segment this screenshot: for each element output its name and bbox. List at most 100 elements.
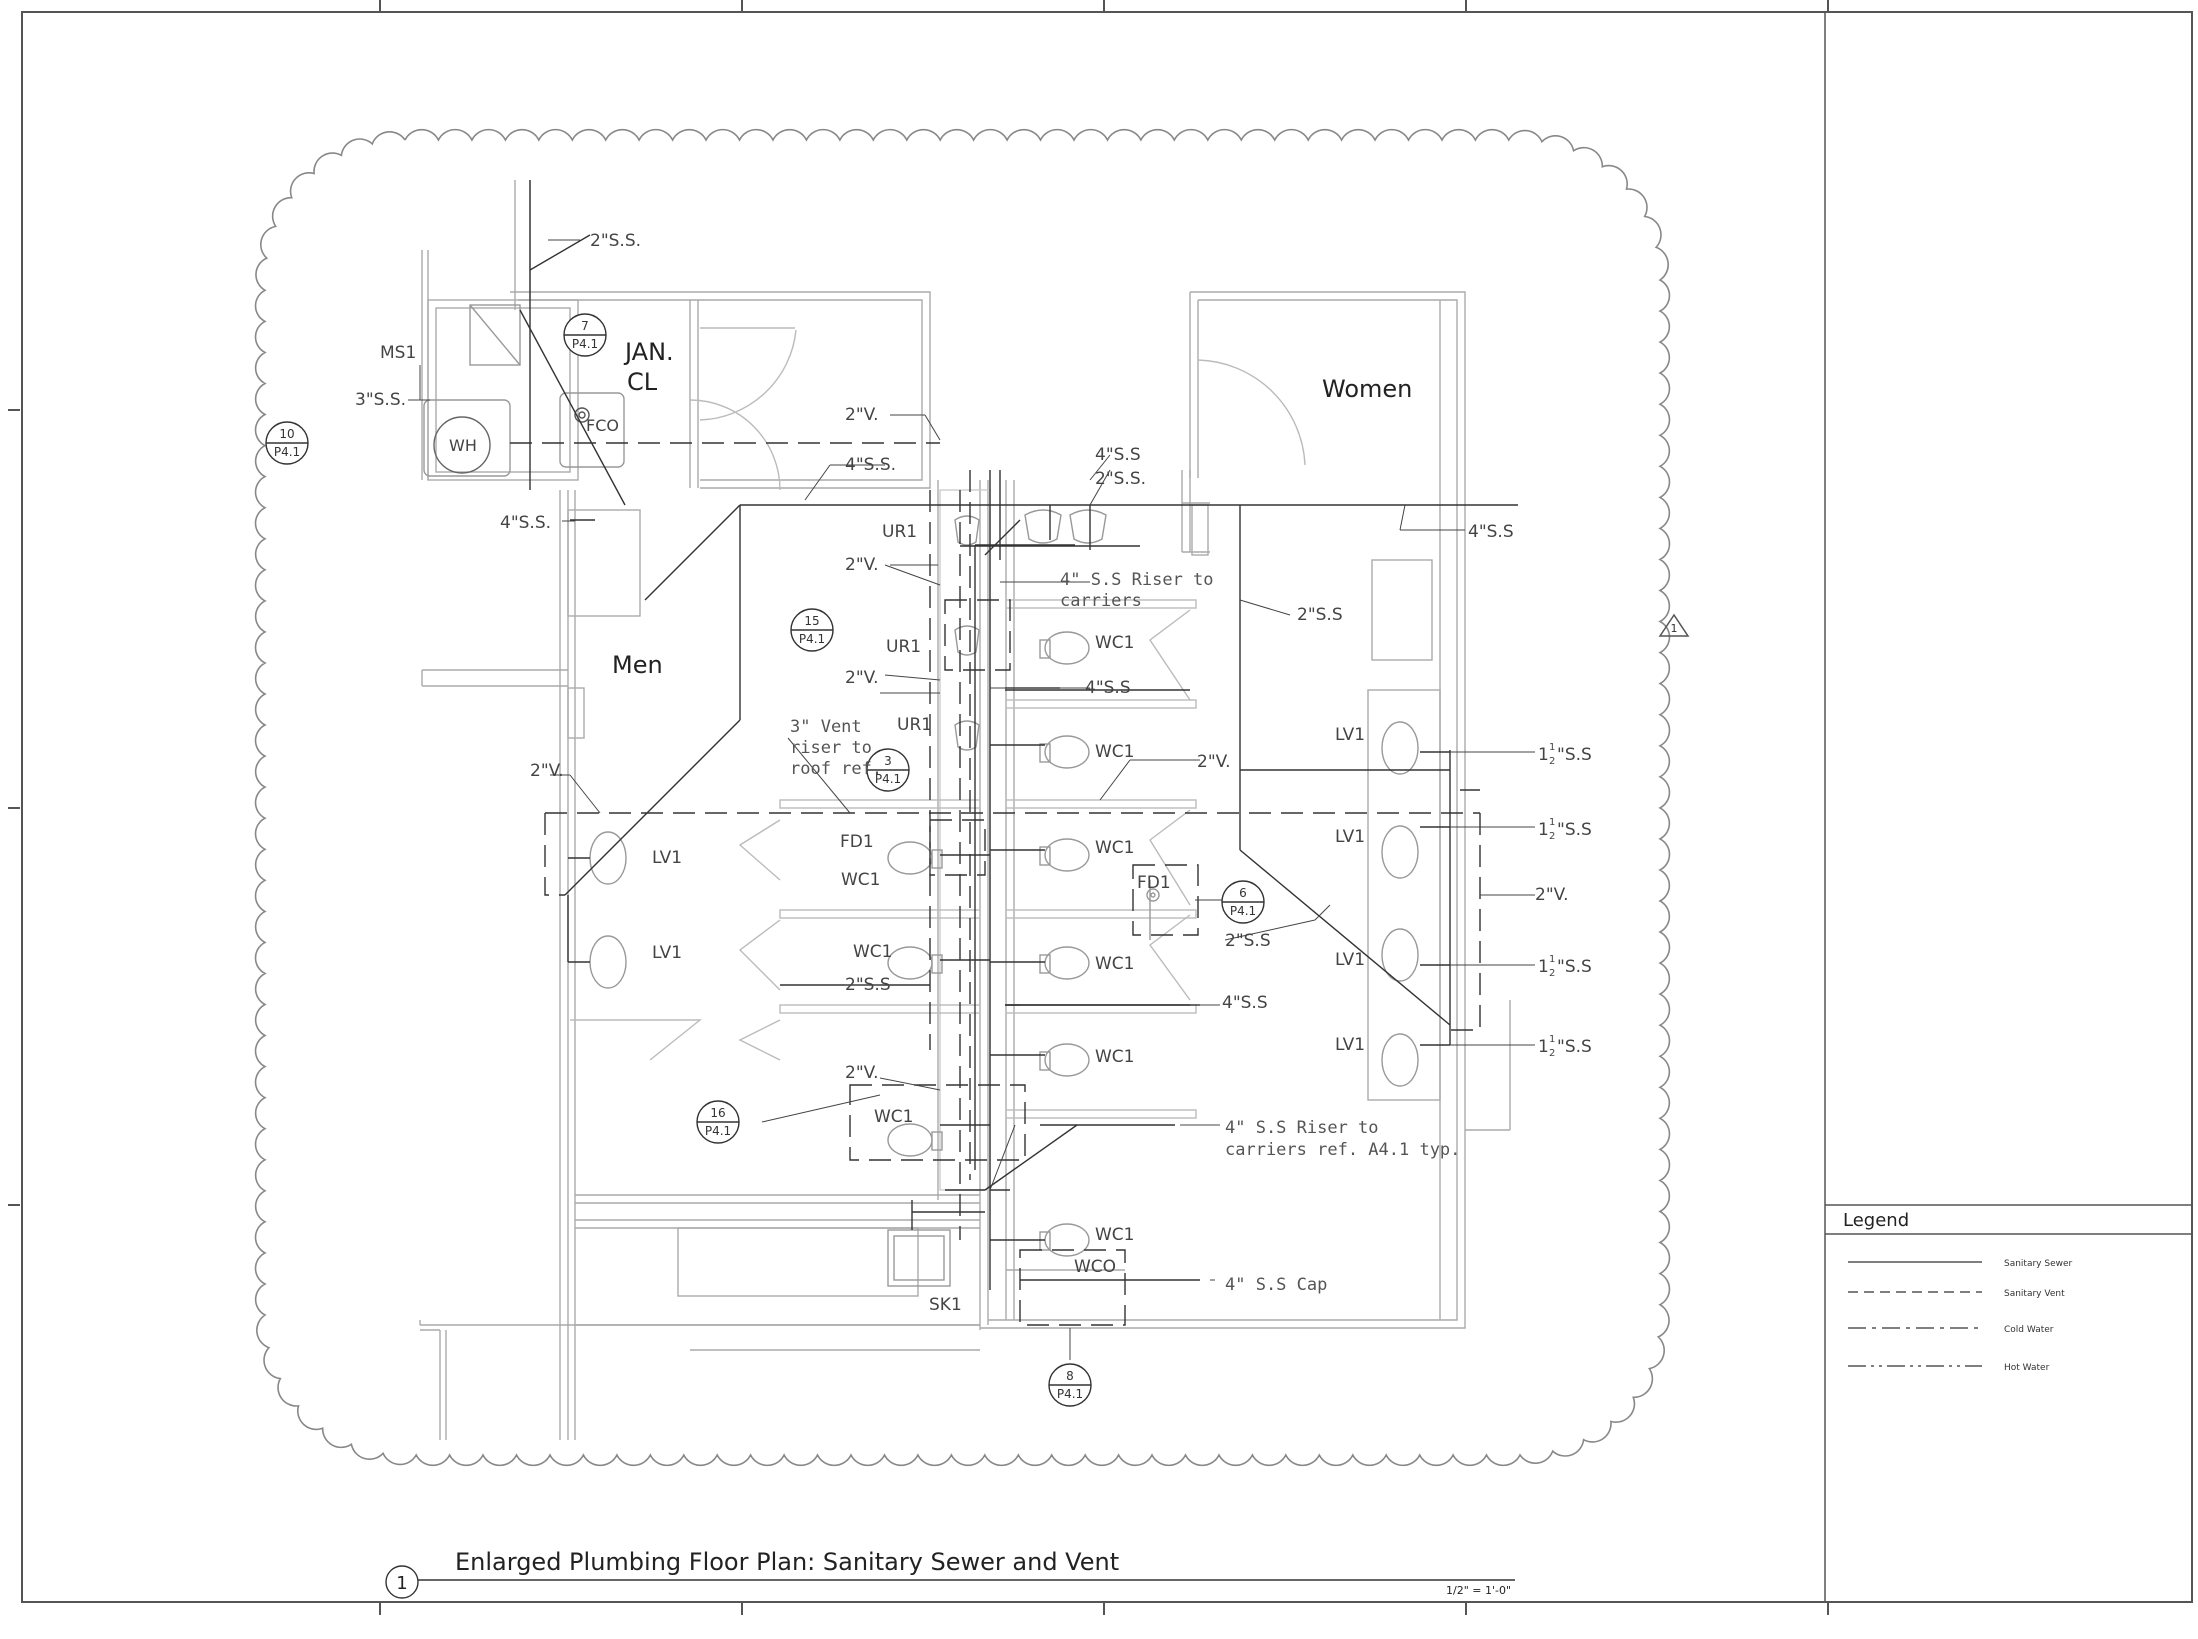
- detail-tag-3-num: 3: [884, 754, 892, 768]
- pipe-label-vent-riser-3: roof ref.: [790, 759, 882, 779]
- leader-lines: [408, 239, 1535, 1360]
- pipe-label-2v-urinal-1: 2"V.: [845, 555, 878, 575]
- detail-tag-16: [696, 1100, 740, 1144]
- detail-tag-10: [265, 421, 309, 465]
- label-wc1-men-2: WC1: [853, 942, 893, 962]
- label-ur1-c: UR1: [897, 715, 932, 735]
- svg-text:2: 2: [1549, 968, 1555, 979]
- label-ms1: MS1: [380, 343, 416, 363]
- legend-label-hot-water: Hot Water: [2004, 1363, 2050, 1373]
- svg-text:1: 1: [1549, 817, 1555, 828]
- detail-tag-16-num: 16: [710, 1106, 725, 1120]
- pipe-label-3ss: 3"S.S.: [355, 390, 406, 410]
- pipe-label-1half-4: 1 1 2 "S.S: [1538, 1034, 1592, 1059]
- pipe-label-2v-men-left: 2"V.: [530, 761, 563, 781]
- pipe-label-1half-1: 1 1 2 "S.S: [1538, 742, 1592, 767]
- label-lv1-women-3: LV1: [1335, 950, 1365, 970]
- detail-tag-7-sheet: P4.1: [572, 337, 598, 351]
- label-wc1-5: WC1: [1095, 1047, 1135, 1067]
- label-wc1-6: WC1: [1095, 1225, 1135, 1245]
- label-ur1-a: UR1: [882, 522, 917, 542]
- detail-tag-8-num: 8: [1066, 1369, 1074, 1383]
- svg-text:1: 1: [1538, 957, 1549, 977]
- pipe-label-riser-bottom-2: carriers ref. A4.1 typ.: [1225, 1140, 1460, 1160]
- pipe-label-4ss-left: 4"S.S.: [500, 513, 551, 533]
- legend: Legend Sanitary Sewer Sanitary Vent Cold…: [1825, 1204, 2192, 1373]
- pipe-label-cap: 4" S.S Cap: [1225, 1275, 1327, 1295]
- pipe-label-2v-women: 2"V.: [1197, 752, 1230, 772]
- label-wco: WCO: [1074, 1257, 1116, 1277]
- detail-tag-6-num: 6: [1239, 886, 1247, 900]
- label-wc1-3: WC1: [1095, 838, 1135, 858]
- svg-text:1: 1: [1549, 742, 1555, 753]
- svg-text:1: 1: [1549, 1034, 1555, 1045]
- drawing-title: Enlarged Plumbing Floor Plan: Sanitary S…: [455, 1548, 1119, 1576]
- label-wc1-men-3: WC1: [874, 1107, 914, 1127]
- svg-text:2: 2: [1549, 756, 1555, 767]
- label-lv1-women-4: LV1: [1335, 1035, 1365, 1055]
- pipe-label-vent-riser-2: riser to: [790, 738, 872, 758]
- pipe-label-4ss-mid: 4"S.S.: [845, 455, 896, 475]
- detail-tags: [265, 313, 1265, 1407]
- label-fd1-women: FD1: [1137, 873, 1171, 893]
- svg-text:"S.S: "S.S: [1557, 957, 1592, 977]
- svg-text:"S.S: "S.S: [1557, 820, 1592, 840]
- label-wc1-4: WC1: [1095, 954, 1135, 974]
- pipe-label-4ss-lower: 4"S.S: [1222, 993, 1268, 1013]
- label-fco: FCO: [586, 416, 619, 435]
- drawing-title-block: 1 Enlarged Plumbing Floor Plan: Sanitary…: [385, 1548, 1515, 1599]
- pipe-label-1half-3: 1 1 2 "S.S: [1538, 954, 1592, 979]
- revision-delta: 1: [1658, 613, 1690, 637]
- sanitary-sewer-piping: [519, 180, 1518, 1290]
- detail-tag-10-sheet: P4.1: [274, 445, 300, 459]
- label-wc1-1: WC1: [1095, 633, 1135, 653]
- svg-text:1: 1: [1538, 1037, 1549, 1057]
- pipe-label-4ss-center: 4"S.S: [1085, 678, 1131, 698]
- pipe-label-4ss-right: 4"S.S: [1468, 522, 1514, 542]
- pipe-label-2v-lower: 2"V.: [845, 1063, 878, 1083]
- pipe-label-2v-urinal-2: 2"V.: [845, 668, 878, 688]
- detail-tag-10-num: 10: [279, 427, 294, 441]
- pipe-label-2v-top: 2"V.: [845, 405, 878, 425]
- label-lv1-men-1: LV1: [652, 848, 682, 868]
- label-fd1-men: FD1: [840, 832, 874, 852]
- pipe-label-riser-top-2: carriers: [1060, 591, 1142, 611]
- svg-text:1: 1: [1549, 954, 1555, 965]
- legend-title: Legend: [1843, 1210, 1909, 1231]
- room-men-label: Men: [612, 651, 663, 679]
- drawing-scale: 1/2" = 1'-0": [1446, 1584, 1511, 1597]
- pipe-label-2v-women-right: 2"V.: [1535, 885, 1568, 905]
- legend-label-sanitary-sewer: Sanitary Sewer: [2004, 1259, 2073, 1269]
- label-sk1: SK1: [929, 1295, 962, 1315]
- legend-label-cold-water: Cold Water: [2004, 1325, 2054, 1335]
- svg-text:"S.S: "S.S: [1557, 745, 1592, 765]
- mop-sink-ms1: [469, 304, 521, 366]
- label-ur1-b: UR1: [886, 637, 921, 657]
- detail-tag-6-sheet: P4.1: [1230, 904, 1256, 918]
- pipe-label-riser-bottom-1: 4" S.S Riser to: [1225, 1118, 1379, 1138]
- pipe-label-vent-riser-1: 3" Vent: [790, 717, 862, 737]
- pipe-label-2ss-women: 2"S.S: [1297, 605, 1343, 625]
- label-wc1-men-1: WC1: [841, 870, 881, 890]
- detail-tag-6: [1221, 880, 1265, 924]
- detail-tag-3: [866, 748, 910, 792]
- detail-tag-7: [563, 313, 607, 357]
- label-lv1-women-2: LV1: [1335, 827, 1365, 847]
- label-lv1-men-2: LV1: [652, 943, 682, 963]
- sheet-frame: [8, 0, 2193, 1615]
- svg-text:"S.S: "S.S: [1557, 1037, 1592, 1057]
- detail-tag-15-num: 15: [804, 614, 819, 628]
- pipe-label-1half-2: 1 1 2 "S.S: [1538, 817, 1592, 842]
- revision-cloud: [254, 128, 1671, 1467]
- detail-tag-7-num: 7: [581, 319, 589, 333]
- svg-text:1: 1: [1538, 820, 1549, 840]
- svg-text:2: 2: [1549, 831, 1555, 842]
- detail-tag-16-sheet: P4.1: [705, 1124, 731, 1138]
- detail-tag-15: [790, 608, 834, 652]
- pipe-label-riser-top-1: 4" S.S Riser to: [1060, 570, 1214, 590]
- water-heater-wh: [433, 416, 491, 474]
- legend-label-sanitary-vent: Sanitary Vent: [2004, 1289, 2065, 1299]
- room-women-label: Women: [1322, 375, 1412, 403]
- room-jan-label-line2: CL: [627, 368, 658, 396]
